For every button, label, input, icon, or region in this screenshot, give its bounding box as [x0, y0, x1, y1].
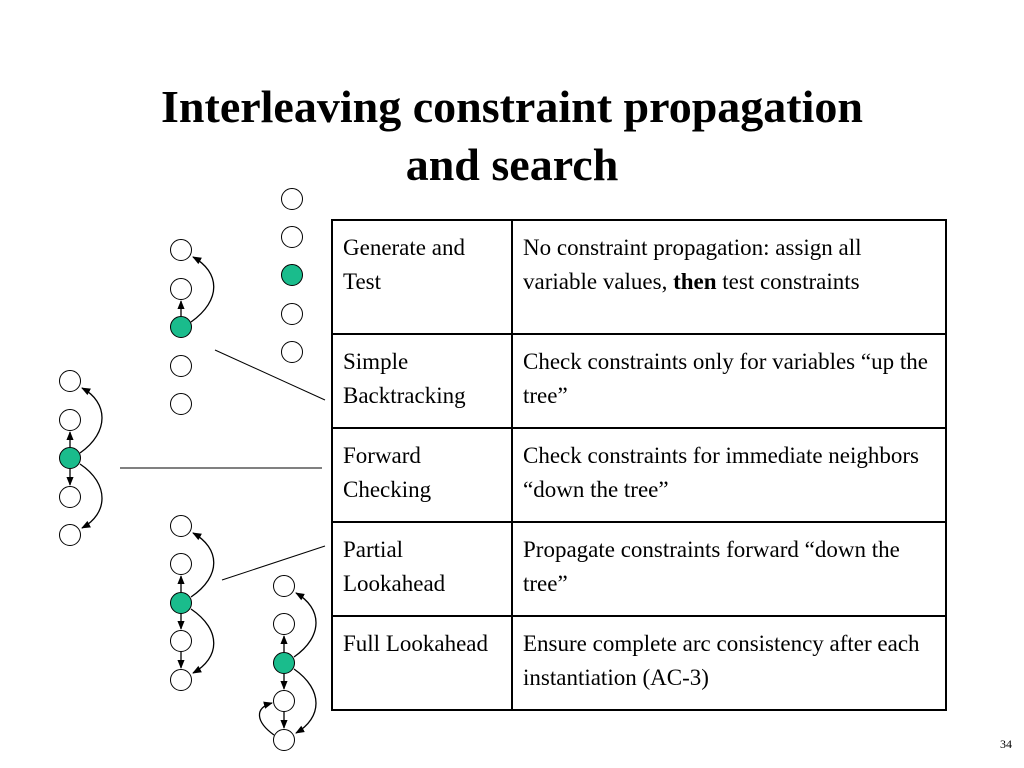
title-line-2: and search — [405, 139, 619, 190]
node-circle — [170, 393, 192, 415]
chain-partial-lookahead — [170, 515, 215, 691]
method-name: Generate and Test — [331, 219, 513, 335]
node-circle — [273, 729, 295, 751]
method-name: Forward Checking — [331, 427, 513, 523]
table-row: Partial Lookahead Propagate constraints … — [331, 521, 947, 617]
method-description: Check constraints only for variables “up… — [511, 333, 947, 429]
method-name: Full Lookahead — [331, 615, 513, 711]
arrow-curve-down — [293, 668, 317, 734]
slide-title: Interleaving constraint propagation and … — [0, 78, 1024, 194]
node-circle — [281, 188, 303, 210]
table-row: Generate and Test No constraint propagat… — [331, 219, 947, 335]
arrow-loop-back — [258, 701, 275, 736]
methods-table: Generate and Test No constraint propagat… — [331, 219, 947, 711]
node-circle — [59, 524, 81, 546]
chain-full-lookahead — [258, 575, 317, 751]
node-circle — [170, 553, 192, 575]
node-circle-active — [273, 652, 295, 674]
table-row: Forward Checking Check constraints for i… — [331, 427, 947, 523]
method-description: Check constraints for immediate neighbor… — [511, 427, 947, 523]
arrow-curve-up — [79, 387, 103, 454]
arrow-curve-down — [79, 463, 103, 529]
method-description: Propagate constraints forward “down the … — [511, 521, 947, 617]
node-circle-active — [59, 447, 81, 469]
chain-generate-and-test — [281, 188, 303, 363]
node-circle — [273, 690, 295, 712]
connector-line-partial-lookahead — [221, 545, 326, 581]
arrow-curve-up — [190, 256, 215, 323]
node-circle — [170, 278, 192, 300]
description-text: No constraint propagation: assign all va… — [523, 235, 862, 294]
node-circle — [170, 515, 192, 537]
node-circle — [281, 303, 303, 325]
node-circle — [170, 355, 192, 377]
method-description: No constraint propagation: assign all va… — [511, 219, 947, 335]
title-line-1: Interleaving constraint propagation — [161, 81, 863, 132]
node-circle-active — [170, 592, 192, 614]
description-emphasis: then — [673, 269, 717, 294]
table-row: Simple Backtracking Check constraints on… — [331, 333, 947, 429]
method-name: Partial Lookahead — [331, 521, 513, 617]
method-name: Simple Backtracking — [331, 333, 513, 429]
table-row: Full Lookahead Ensure complete arc consi… — [331, 615, 947, 711]
description-text: test constraints — [716, 269, 860, 294]
chain-simple-backtracking — [170, 239, 215, 415]
node-circle-active — [170, 316, 192, 338]
node-circle — [170, 239, 192, 261]
method-description: Ensure complete arc consistency after ea… — [511, 615, 947, 711]
node-circle — [59, 409, 81, 431]
slide-number: 34 — [1000, 737, 1012, 751]
node-circle — [170, 669, 192, 691]
node-circle — [281, 341, 303, 363]
node-circle-active — [281, 264, 303, 286]
node-circle — [273, 575, 295, 597]
connector-line-simple-backtracking — [214, 349, 326, 401]
arrow-curve-up — [190, 532, 215, 598]
node-circle — [59, 370, 81, 392]
chain-forward-checking — [59, 370, 103, 546]
arrow-curve-up — [293, 592, 317, 658]
arrow-curve-down — [190, 608, 215, 674]
node-circle — [59, 486, 81, 508]
node-circle — [273, 613, 295, 635]
node-circle — [170, 630, 192, 652]
node-circle — [281, 226, 303, 248]
